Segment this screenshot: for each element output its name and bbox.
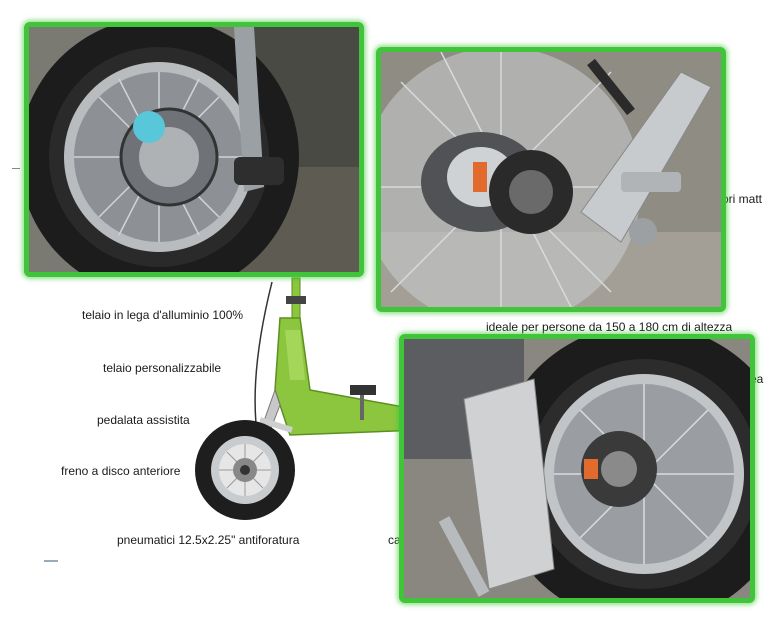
label-frame-customizable: telaio personalizzabile: [103, 361, 222, 375]
label-front-disc-brake: freno a disco anteriore: [61, 464, 181, 478]
label-tires: pneumatici 12.5x2.25" antiforatura: [117, 533, 300, 547]
label-height-range: ideale per persone da 150 a 180 cm di al…: [486, 320, 733, 334]
label-motors-fragment: ori matt: [722, 192, 763, 206]
photo-front-disc-brake: [24, 22, 364, 277]
folding-bike-illustration: [195, 277, 421, 520]
label-frame-alloy: telaio in lega d'alluminio 100%: [82, 308, 244, 322]
stray-mark-bottom: [44, 560, 58, 562]
label-pedal-assist: pedalata assistita: [97, 413, 190, 427]
label-fragment-bottom: ca: [388, 533, 401, 547]
stray-mark-left: [12, 168, 20, 169]
photo-rear-hub-chain: [376, 47, 726, 312]
photo-rear-wheel: [399, 334, 755, 603]
